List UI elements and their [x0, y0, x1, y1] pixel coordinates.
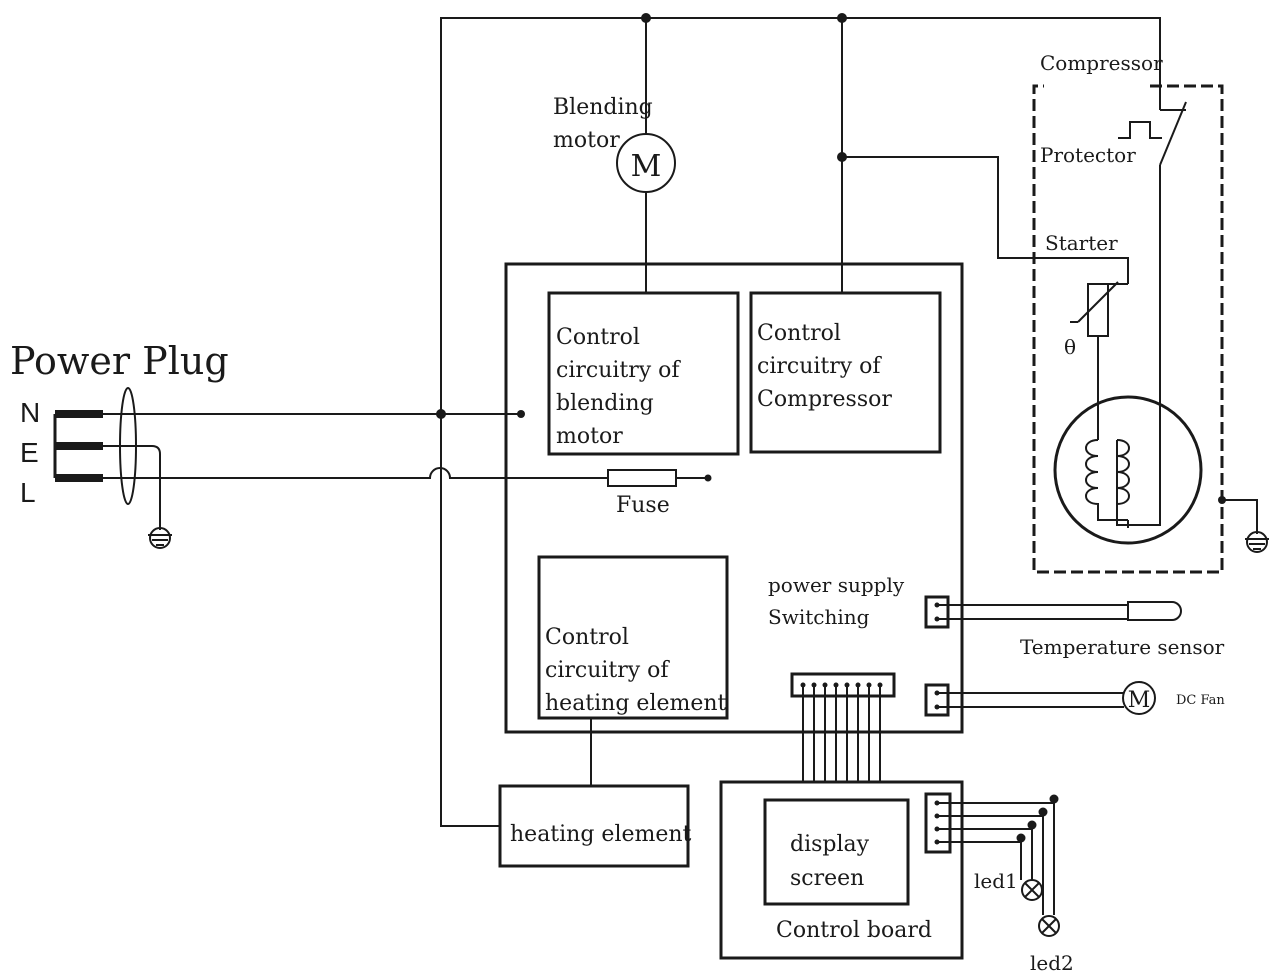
- heating-control-line-2: circuitry of: [545, 658, 670, 683]
- dc-fan-label: DC Fan: [1176, 693, 1225, 708]
- led-connector: [924, 792, 952, 854]
- blending-control-line-1: Control: [556, 325, 640, 350]
- pin-l-label: L: [20, 477, 36, 508]
- fuse: Fuse: [607, 469, 712, 518]
- led1-label: led1: [974, 869, 1018, 893]
- fan-motor-symbol: M: [1128, 688, 1151, 713]
- heating-control-block: Control circuitry of heating element: [537, 555, 729, 720]
- blending-control-line-2: circuitry of: [556, 358, 681, 383]
- protector-label: Protector: [1040, 143, 1136, 167]
- ribbon-connector: [790, 672, 896, 698]
- compressor-control-line-2: circuitry of: [757, 354, 882, 379]
- ribbon-wires: [800, 682, 883, 782]
- led2-label: led2: [1030, 951, 1074, 975]
- pin-e-label: E: [20, 437, 39, 468]
- fan-motor-icon: [1122, 681, 1156, 715]
- motor-symbol: M: [631, 149, 662, 184]
- protector-switch-icon: [1159, 101, 1187, 166]
- main-board: [504, 262, 964, 734]
- blending-motor-label-1: Blending: [553, 95, 653, 120]
- power-plug-title: Power Plug: [10, 339, 229, 383]
- top-bus: [440, 17, 1161, 414]
- compressor: Compressor Protector Starter θ: [1032, 51, 1269, 574]
- starter-label: Starter: [1045, 231, 1118, 255]
- compressor-control-line-3: Compressor: [757, 387, 892, 412]
- fuse-label: Fuse: [616, 493, 670, 518]
- led1: led1: [974, 869, 1043, 901]
- protector: Protector: [1040, 101, 1187, 526]
- power-plug: Power Plug N E L: [10, 339, 229, 508]
- sensor-probe-icon: [1127, 601, 1182, 621]
- compressor-housing: [1032, 84, 1224, 574]
- control-board-label: Control board: [776, 918, 932, 943]
- blending-control-line-3: blending: [556, 391, 654, 416]
- led2: led2: [1030, 915, 1074, 975]
- heating-element: heating element: [498, 784, 692, 868]
- power-supply-line-1: power supply: [768, 573, 905, 597]
- start-winding-icon: [1085, 439, 1128, 521]
- lamp-icon: [1021, 879, 1043, 901]
- display-label-1: display: [790, 832, 870, 857]
- theta-label: θ: [1064, 335, 1076, 359]
- plug-ground: [103, 445, 172, 549]
- blending-control-line-4: motor: [556, 424, 623, 449]
- starter: Starter θ: [1045, 231, 1129, 440]
- junction-neutral-board: [517, 410, 525, 418]
- sensor-connector: [924, 595, 950, 629]
- fan-connector: [924, 683, 950, 717]
- power-supply-switching: power supply Switching: [768, 573, 905, 629]
- blending-control-block: Control circuitry of blending motor: [547, 291, 740, 456]
- heating-control-line-1: Control: [545, 625, 629, 650]
- motor-circle: [1053, 395, 1203, 545]
- compressor-ground: [1218, 496, 1269, 553]
- compressor-motor: [1053, 395, 1203, 545]
- ground-icon: [148, 527, 172, 549]
- lamp-icon: [1038, 915, 1060, 937]
- control-board: display screen Control board: [719, 780, 964, 960]
- live-wire: [103, 467, 608, 479]
- heating-element-label: heating element: [510, 822, 692, 847]
- blending-motor: M Blending motor: [553, 18, 676, 293]
- heating-control-line-3: heating element: [545, 691, 727, 716]
- compressor-control-block: Control circuitry of Compressor: [749, 291, 942, 454]
- compressor-title: Compressor: [1040, 51, 1163, 75]
- blending-motor-label-2: motor: [553, 128, 620, 153]
- pin-n-label: N: [20, 397, 40, 428]
- heater-feed: [440, 414, 500, 827]
- thermal-symbol-icon: [1118, 121, 1162, 139]
- led-wiring: [934, 794, 1059, 915]
- run-winding-icon: [1116, 439, 1130, 520]
- power-supply-line-2: Switching: [768, 605, 870, 629]
- run-winding-feed: [1116, 165, 1161, 526]
- earth-wire: [103, 445, 161, 530]
- ribbon-cable: [790, 672, 896, 782]
- ground-icon: [1245, 531, 1269, 553]
- temperature-sensor: Temperature sensor: [924, 595, 1225, 659]
- compressor-control-line-1: Control: [757, 321, 841, 346]
- dc-fan: M DC Fan: [924, 681, 1225, 717]
- display-screen: [763, 798, 910, 906]
- display-label-2: screen: [790, 866, 864, 891]
- temperature-sensor-label: Temperature sensor: [1020, 635, 1225, 659]
